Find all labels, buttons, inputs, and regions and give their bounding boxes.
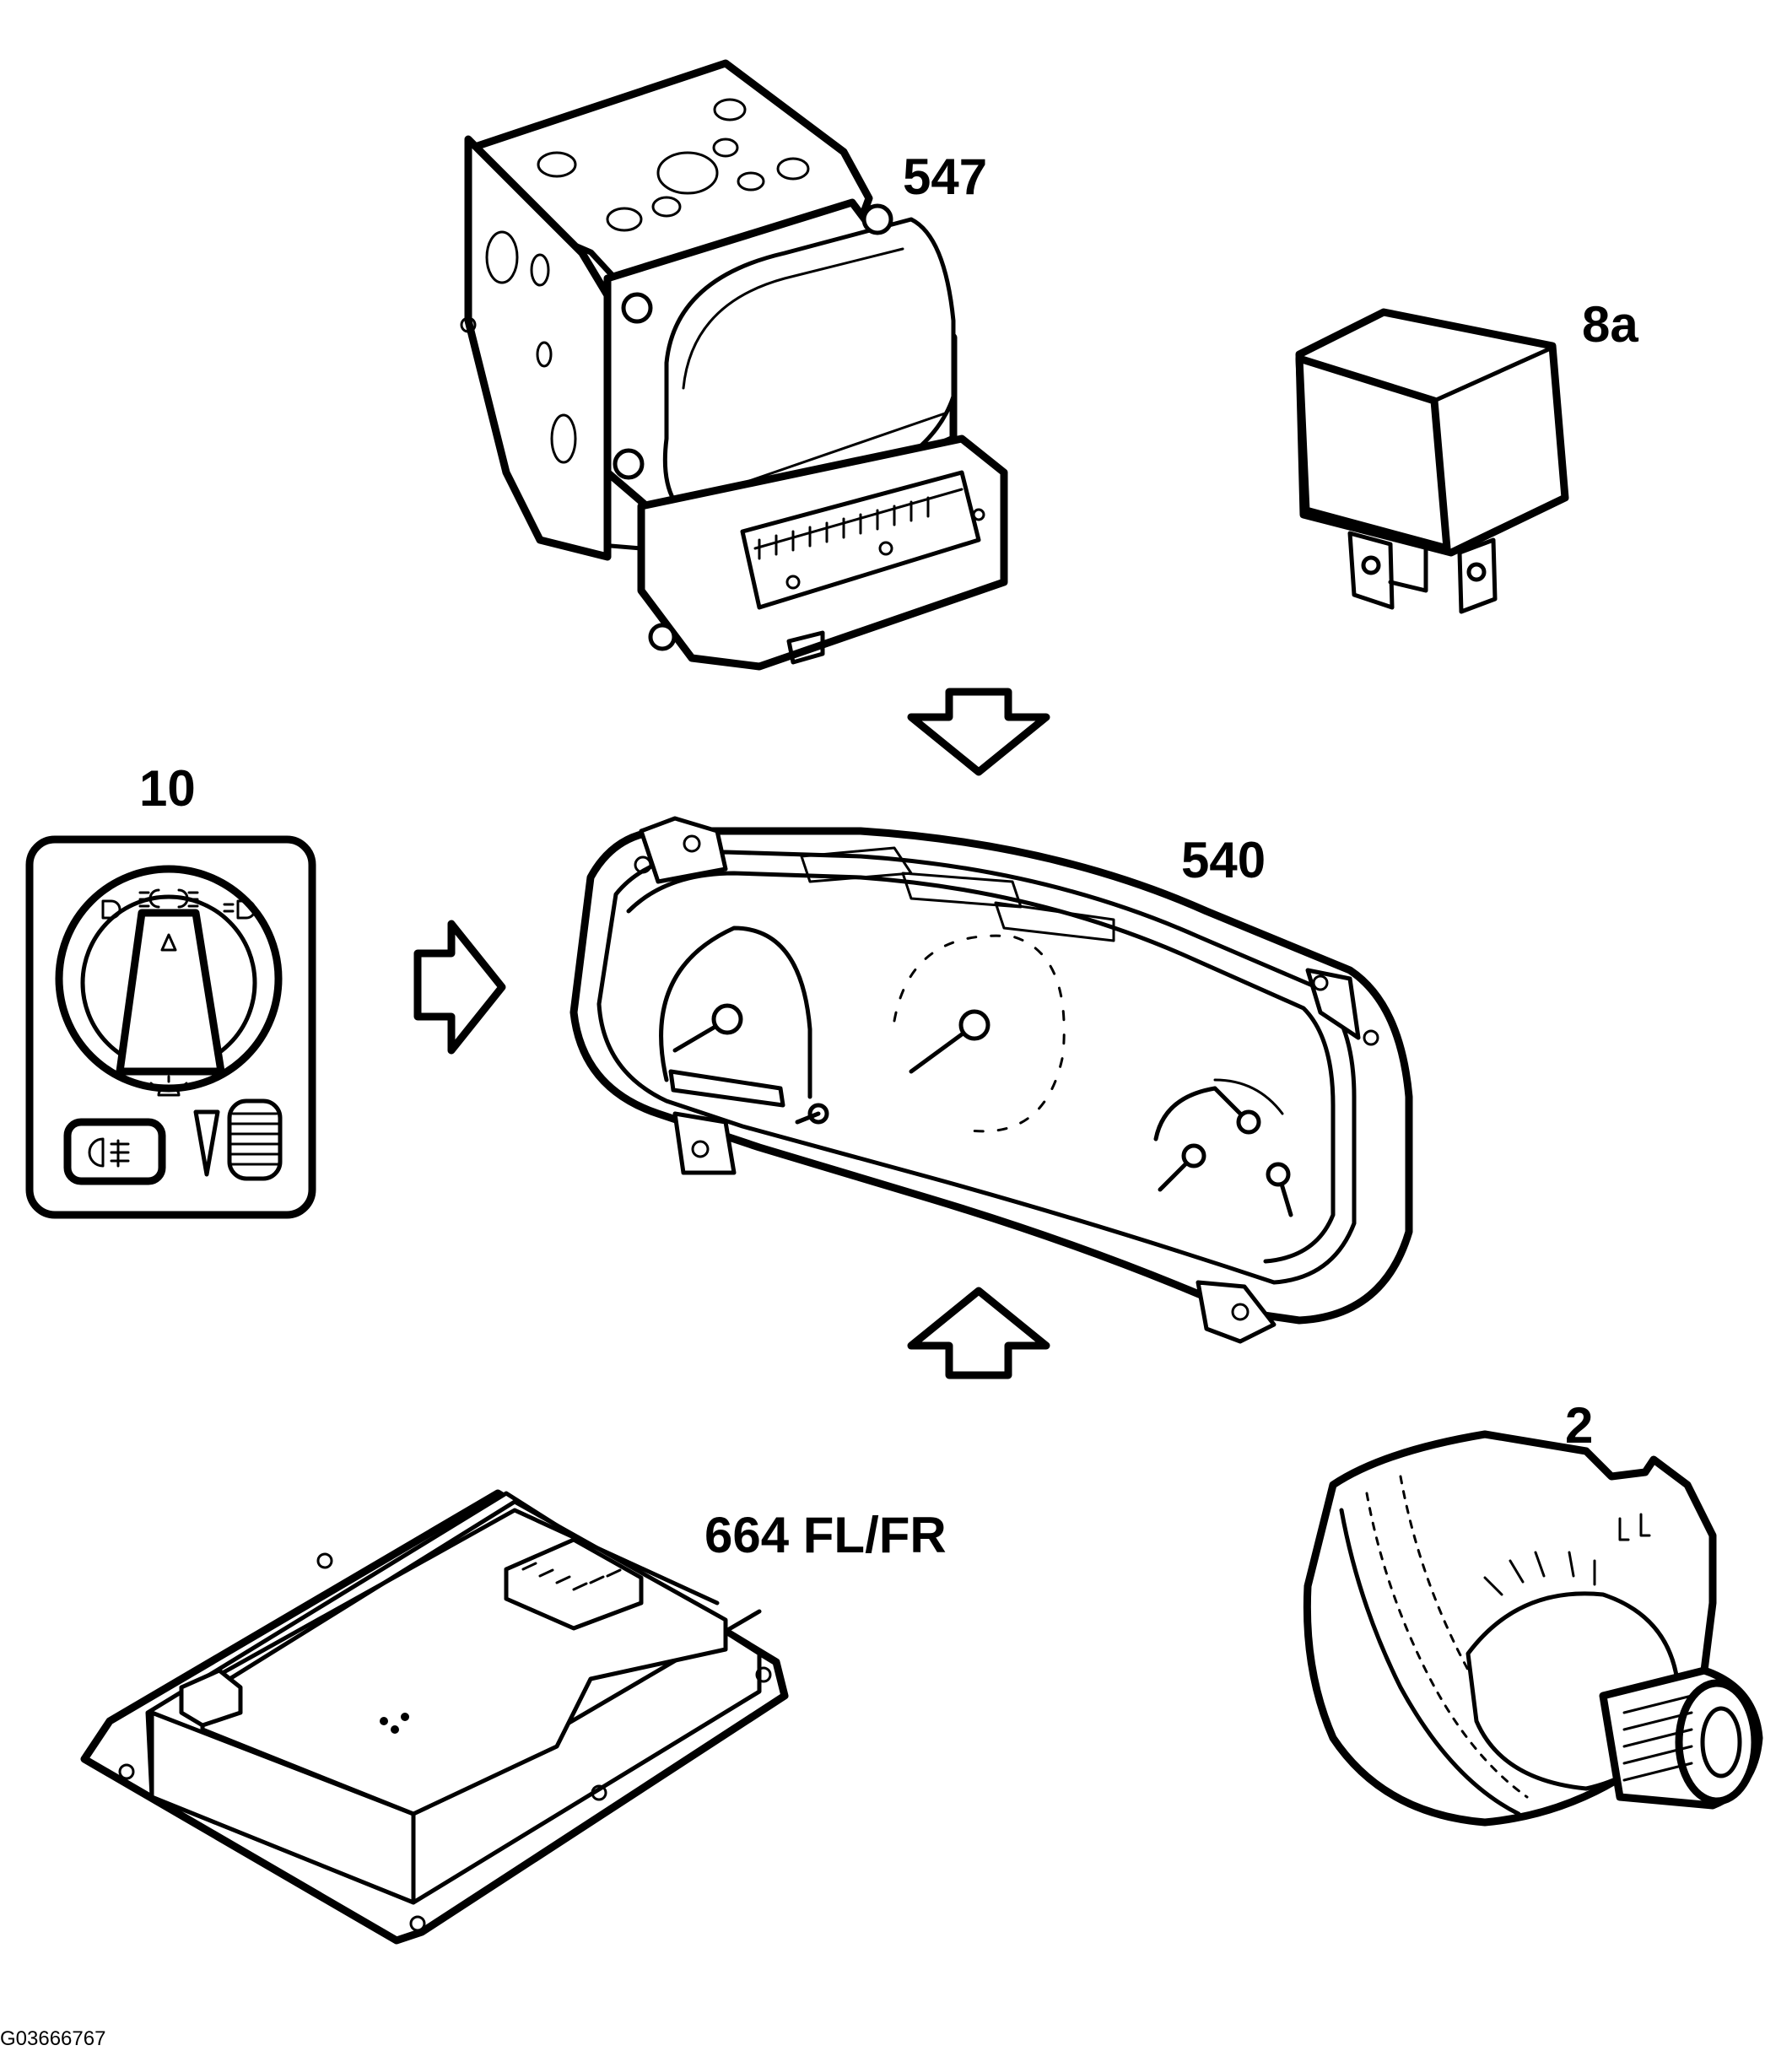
alternator <box>1303 1430 1763 1827</box>
relay <box>1295 308 1569 614</box>
light-switch-panel <box>25 835 316 1219</box>
label-547: 547 <box>903 148 988 205</box>
abs-hydraulic-unit <box>460 59 1008 671</box>
label-8a: 8a <box>1582 296 1638 353</box>
arrow-right <box>413 920 506 1055</box>
arrow-down <box>907 688 1050 776</box>
connector-pins <box>758 496 930 560</box>
control-module <box>80 1489 789 1945</box>
instrument-cluster <box>569 816 1413 1344</box>
arrow-up <box>907 1287 1050 1379</box>
label-540: 540 <box>1181 832 1266 888</box>
label-10: 10 <box>139 760 196 817</box>
speedometer <box>893 934 1066 1133</box>
label-2: 2 <box>1565 1397 1594 1454</box>
reference-id: G03666767 <box>0 2027 106 2050</box>
label-664-fl-fr: 664 FL/FR <box>704 1507 947 1563</box>
